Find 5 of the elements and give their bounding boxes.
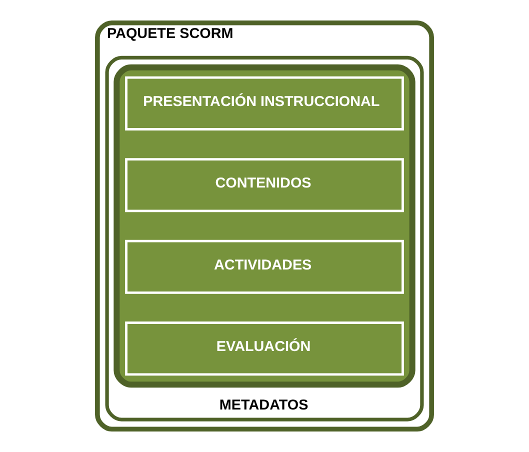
cluster	[114, 64, 416, 388]
node-box: EVALUACIÓN	[125, 322, 404, 376]
node-box: ACTIVIDADES	[125, 240, 404, 294]
node-box: CONTENIDOS	[125, 158, 404, 212]
node-box: PRESENTACIÓN INSTRUCCIONAL	[125, 76, 404, 130]
